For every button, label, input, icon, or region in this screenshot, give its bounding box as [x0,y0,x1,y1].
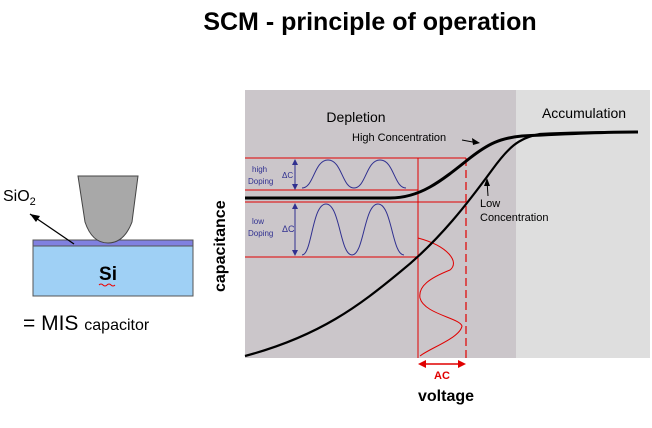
y-axis-label: capacitance [212,200,229,292]
x-axis-label: voltage [418,388,475,405]
mis-sketch: Si [29,175,194,297]
sio2-label: SiO2 [3,188,36,209]
accumulation-region [516,90,650,358]
low-doping-signal [301,203,405,256]
mis-capacitor-label: = MIS capacitor [23,312,150,335]
low-concentration-line2: Concentration [480,212,549,224]
depletion-label: Depletion [326,109,385,125]
high-concentration-label: High Concentration [352,132,446,144]
high-doping-label-1: high [252,165,267,174]
high-doping-signal [301,159,407,189]
ac-modulation-wave [417,237,463,357]
sio2-arrowhead [30,214,40,222]
afm-tip [77,175,139,244]
si-label: Si [99,264,117,285]
low-delta-c-label: ΔC [282,224,295,234]
high-delta-c-label: ΔC [282,171,293,180]
low-doping-label-1: low [252,217,264,226]
cv-plot: Depletion Accumulation High Concentratio… [244,90,650,382]
low-concentration-arrowhead [484,178,490,186]
ac-label: AC [434,370,450,382]
page-title: SCM - principle of operation [203,8,537,36]
silicon-substrate [32,245,194,297]
si-underline [98,283,116,287]
low-concentration-line1: Low [480,198,500,210]
low-concentration-curve [244,130,639,358]
accumulation-label: Accumulation [542,105,626,121]
high-doping-label-2: Doping [248,177,273,186]
low-doping-label-2: Doping [248,229,273,238]
high-concentration-arrowhead [472,138,480,145]
